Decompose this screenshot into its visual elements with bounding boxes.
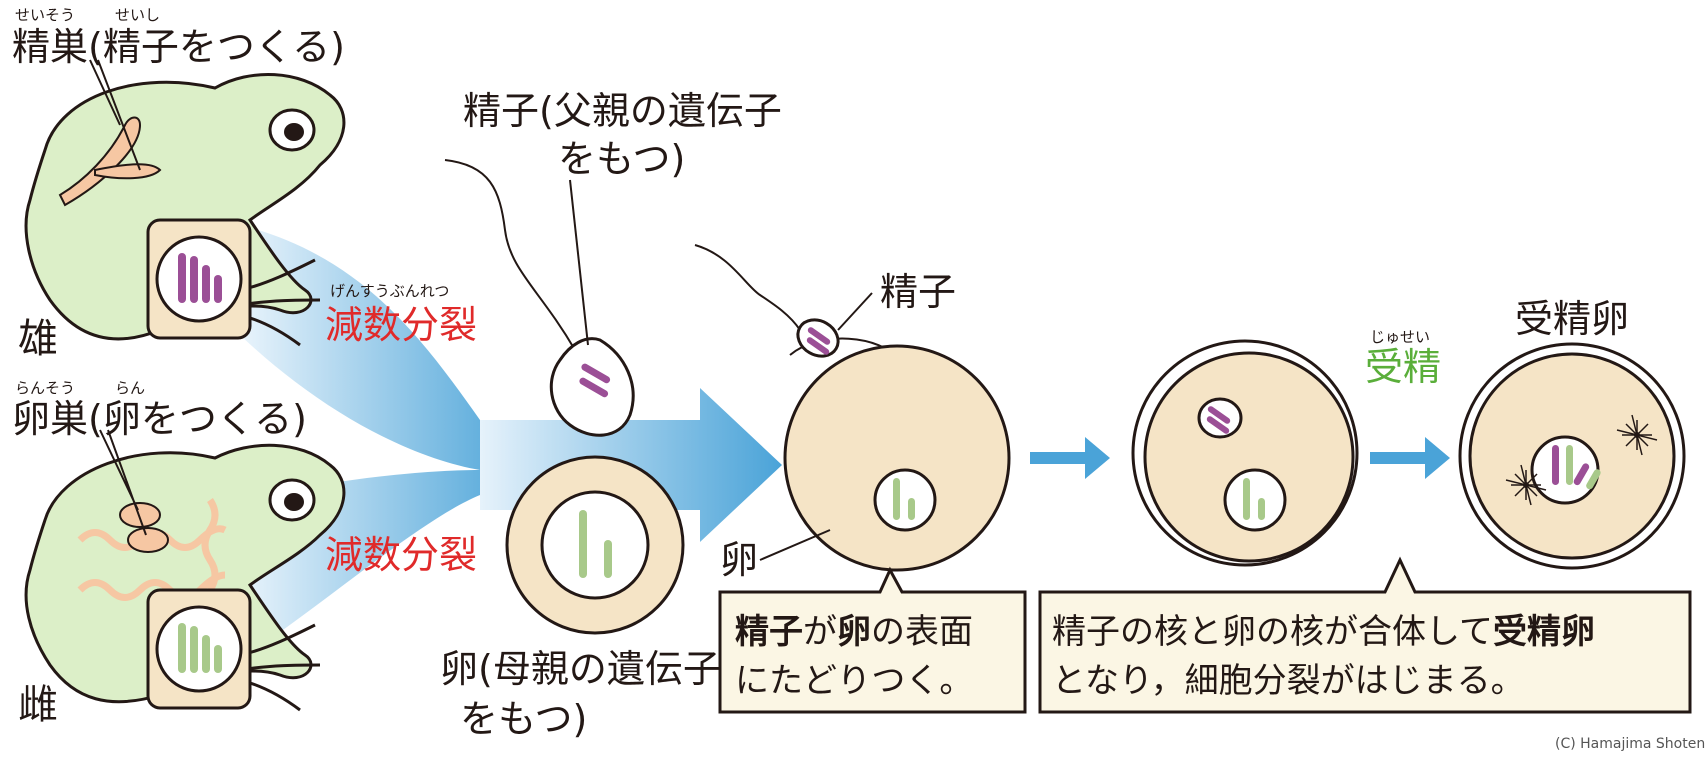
sperm-cell — [444, 159, 635, 437]
box1-line2: にたどりつく。 — [735, 661, 973, 701]
ovary-ruby: らんそう — [15, 379, 75, 397]
ovary-label: 卵巣(卵をつくる) — [12, 397, 307, 441]
testis-label: 精巣(精子をつくる) — [12, 25, 345, 69]
box2-word-zygote: 受精卵 — [1493, 612, 1595, 652]
male-label: 雄 — [18, 316, 58, 362]
contact-egg — [694, 244, 1011, 572]
contact-egg-label: 卵 — [720, 538, 758, 582]
female-label: 雌 — [18, 682, 58, 728]
box2-line2: となり，細胞分裂がはじまる。 — [1052, 661, 1525, 701]
male-chromosome-box — [146, 218, 252, 340]
merging-egg — [1131, 339, 1359, 567]
zygote-label: 受精卵 — [1515, 297, 1629, 341]
egg-caption-line2: をもつ) — [460, 697, 587, 741]
box2-line1: 精子の核と卵の核が合体して受精卵 — [1052, 612, 1595, 652]
sperm-caption-line1: 精子(父親の遺伝子 — [463, 89, 782, 133]
box1-word-ga: が — [803, 612, 837, 652]
contact-sperm-label: 精子 — [880, 270, 956, 314]
box2-line1-text: 精子の核と卵の核が合体して — [1052, 612, 1493, 652]
box1-line1: 精子が卵の表面 — [735, 612, 973, 652]
fertilization-ruby: じゅせい — [1370, 328, 1430, 346]
egg-caption-line1: 卵(母親の遺伝子 — [440, 647, 721, 691]
male-frog — [24, 59, 346, 347]
flow-arrow — [240, 225, 782, 660]
zygote — [1458, 342, 1686, 570]
sperm-ruby: せいし — [115, 6, 160, 24]
female-frog — [24, 429, 346, 712]
box1-word-surface: の表面 — [871, 612, 973, 652]
step-arrow-2 — [1370, 437, 1450, 479]
sperm-caption-line2: をもつ) — [558, 137, 685, 181]
callout-box-1 — [718, 566, 1027, 714]
copyright-credit: (C) Hamajima Shoten — [1555, 736, 1705, 752]
testis-ruby: せいそう — [15, 6, 75, 24]
meiosis-ruby: げんすうぶんれつ — [330, 282, 449, 300]
meiosis-label-female: 減数分裂 — [325, 533, 477, 577]
step-arrow-1 — [1030, 437, 1110, 479]
meiosis-label-male: 減数分裂 — [325, 303, 477, 347]
callout-box-2 — [1038, 556, 1692, 714]
box1-word-egg: 卵 — [837, 612, 871, 652]
female-chromosome-box — [146, 588, 252, 710]
box1-word-sperm: 精子 — [735, 612, 803, 652]
fertilization-label: 受精 — [1365, 345, 1441, 389]
egg-ruby: らん — [115, 379, 145, 397]
egg-cell — [505, 455, 685, 635]
